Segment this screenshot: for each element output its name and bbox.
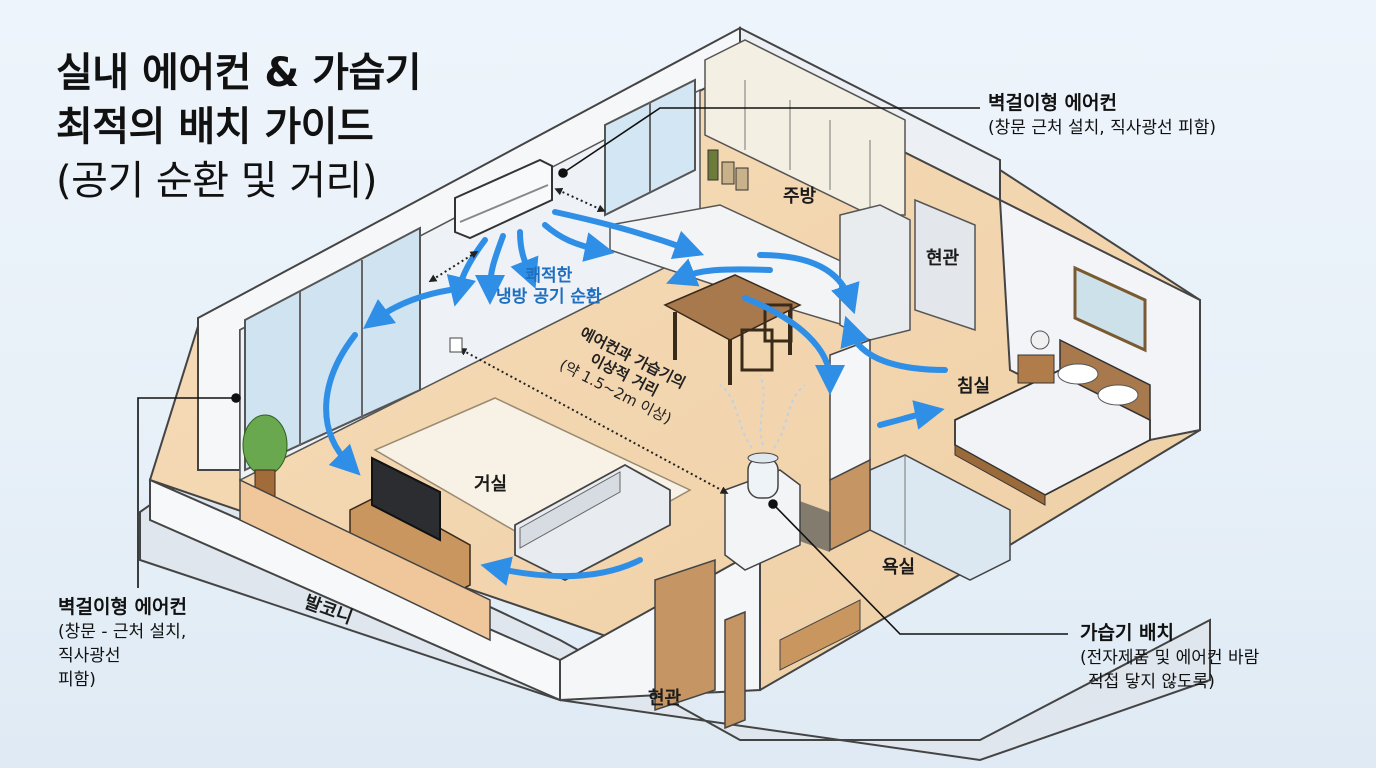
airflow-label: 쾌적한 냉방 공기 순환 <box>496 266 602 308</box>
title-line-2: 최적의 배치 가이드 <box>56 104 374 150</box>
room-label-living: 거실 <box>474 474 508 495</box>
room-label-entrance-bottom: 현관 <box>648 688 682 709</box>
callout-ac-top-heading: 벽걸이형 에어컨 <box>988 92 1117 114</box>
bedroom-furniture <box>954 265 1151 506</box>
room-label-bedroom: 침실 <box>957 376 991 397</box>
airflow-arrows <box>323 209 948 586</box>
entrance-closet <box>914 198 976 332</box>
outlet-icon <box>449 337 463 353</box>
room-label-entrance-inner: 현관 <box>926 248 960 269</box>
title-line-1: 실내 에어컨 & 가습기 <box>56 50 422 96</box>
living-window <box>244 226 421 472</box>
callout-humidifier-heading: 가습기 배치 <box>1080 622 1175 644</box>
callout-ac-top: 벽걸이형 에어컨 (창문 근처 설치, 직사광선 피함) <box>988 90 1216 140</box>
callout-leaders <box>137 107 1068 635</box>
kitchen-window <box>604 78 696 217</box>
humidifier <box>719 374 806 571</box>
callout-humidifier-desc-2: 직접 닿지 않도록) <box>1088 672 1215 692</box>
callout-ac-left-desc-3: 피함) <box>58 670 96 690</box>
callout-ac-left: 벽걸이형 에어컨 (창문 - 근처 설치, 직사광선 피함) <box>58 594 187 692</box>
callout-humidifier-desc-1: (전자제품 및 에어컨 바람 <box>1080 648 1260 668</box>
room-label-kitchen: 주방 <box>783 186 817 207</box>
wall-ac-unit <box>454 158 553 240</box>
callout-ac-top-desc: (창문 근처 설치, 직사광선 피함) <box>988 118 1216 138</box>
room-label-bathroom: 욕실 <box>882 557 916 578</box>
distance-indicators <box>428 188 729 494</box>
callout-humidifier: 가습기 배치 (전자제품 및 에어컨 바람 직접 닿지 않도록) <box>1080 620 1259 694</box>
callout-ac-left-desc-1: (창문 - 근처 설치, <box>58 622 187 642</box>
airflow-label-line-2: 냉방 공기 순환 <box>496 287 602 307</box>
callout-ac-left-heading: 벽걸이형 에어컨 <box>58 596 187 618</box>
airflow-label-line-1: 쾌적한 <box>525 266 573 286</box>
title-line-3: (공기 순환 및 거리) <box>56 158 377 204</box>
callout-ac-left-desc-2: 직사광선 <box>58 646 121 666</box>
